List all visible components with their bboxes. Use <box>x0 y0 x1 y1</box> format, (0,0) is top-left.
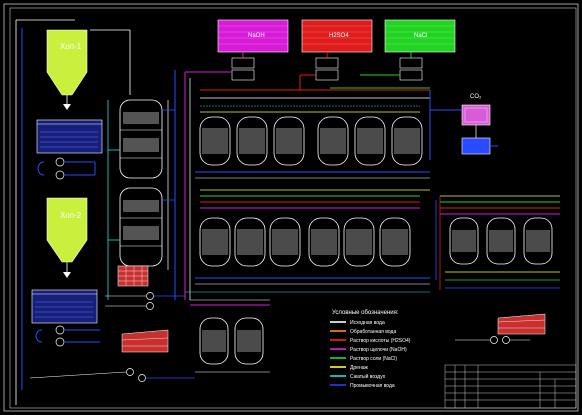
reagent-tank-h2so4-label: H2SO4 <box>329 33 349 39</box>
left-inlet-lines <box>15 19 131 405</box>
reagent-tank-nacl: NaCl <box>384 19 456 53</box>
row-2-headers <box>200 189 430 209</box>
pump-group-1 <box>37 157 96 180</box>
reagent-tank-naoh: NaOH <box>217 19 289 53</box>
ion-filter-r2-3 <box>269 217 301 267</box>
hopper-2: Хоп-2 <box>46 197 88 278</box>
ion-filter-r1-2 <box>236 116 268 166</box>
pump-group-3 <box>105 292 185 310</box>
dissolver-tank-1 <box>36 119 103 154</box>
reagent-pumps <box>231 52 423 81</box>
reagent-tank-h2so4: H2SO4 <box>301 19 373 53</box>
bottom-filters <box>190 299 270 373</box>
ion-exchange-row-2 <box>185 217 430 293</box>
hopper-2-label: Хоп-2 <box>60 211 82 220</box>
bottom-filter-2 <box>234 317 264 365</box>
drawing-inner-frame <box>9 7 577 409</box>
mixed-filter-3 <box>523 217 553 265</box>
legend-label: Дренаж <box>350 365 368 371</box>
ion-filter-r2-5 <box>343 217 375 267</box>
ion-filter-r2-2 <box>234 217 266 267</box>
filter-column-1 <box>119 99 163 179</box>
legend-label: Раствор кислоты (H2SO4) <box>350 338 411 344</box>
ion-filter-r1-5 <box>354 116 386 166</box>
decarbonizer: CO₂ <box>430 94 498 155</box>
ion-filter-r2-1 <box>199 217 231 267</box>
filter-column-2 <box>119 187 163 267</box>
bottom-filter-1 <box>199 317 229 365</box>
ion-filter-r2-4 <box>308 217 340 267</box>
ion-filter-r2-6 <box>379 217 411 267</box>
ion-exchange-row-1 <box>195 116 430 179</box>
title-block <box>444 364 577 409</box>
mixed-filter-2 <box>486 217 516 265</box>
reagent-tank-nacl-label: NaCl <box>414 33 427 39</box>
legend-title: Условные обозначения: <box>332 310 399 316</box>
mixed-bed-filters <box>445 217 560 289</box>
reagent-headers <box>184 71 431 300</box>
hopper-1: Хоп-1 <box>46 29 88 110</box>
sludge-tank <box>117 265 149 287</box>
filter-column-piping <box>107 70 176 300</box>
legend-label: Исходная вода <box>350 320 385 326</box>
ion-filter-r1-3 <box>273 116 305 166</box>
pump-group-2 <box>35 325 100 347</box>
legend-label: Промывочная вода <box>350 383 395 389</box>
hopper-1-label: Хоп-1 <box>60 42 82 51</box>
legend-label: Обработанная вода <box>350 329 396 335</box>
right-section-headers <box>435 195 560 290</box>
legend: Условные обозначения: Исходная водаОбраб… <box>330 310 411 389</box>
pump-group-4 <box>455 336 530 344</box>
legend-label: Раствор щелочи (NaOH) <box>350 347 407 353</box>
drawing-frame <box>3 3 579 412</box>
pump-group-5 <box>29 368 195 382</box>
co2-label: CO₂ <box>470 94 482 100</box>
ion-filter-r1-1 <box>199 116 231 166</box>
ion-filter-r1-6 <box>391 116 423 166</box>
mixed-filter-1 <box>449 217 479 265</box>
washwater-tank <box>121 329 169 353</box>
ion-filter-r1-4 <box>317 116 349 166</box>
dissolver-tank-2 <box>31 289 98 324</box>
reagent-tank-naoh-label: NaOH <box>248 33 265 39</box>
legend-label: Раствор соли (NaCl) <box>350 356 397 362</box>
product-water-tank <box>497 313 546 335</box>
legend-label: Сжатый воздух <box>350 373 386 380</box>
